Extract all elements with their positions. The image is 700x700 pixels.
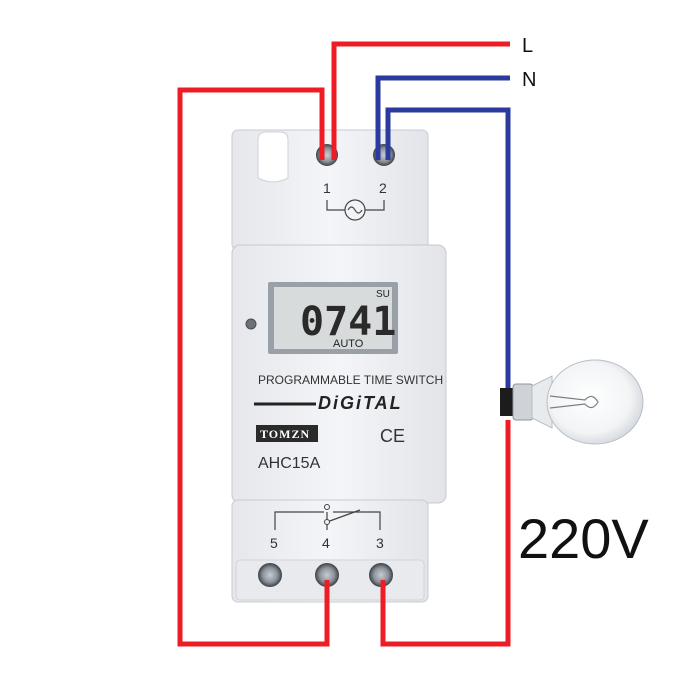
model-label: AHC15A (258, 455, 321, 472)
bulb-neck (531, 375, 553, 429)
lcd-time: 0741 (300, 299, 396, 345)
bulb-filament (549, 395, 599, 409)
lcd-screen (274, 287, 392, 349)
neutral-lamp-wire (385, 107, 511, 390)
terminal-4-screw (315, 563, 339, 587)
ce-mark: CE (380, 426, 405, 446)
relay-switch-arm (326, 509, 361, 523)
live-loop-wire (177, 87, 330, 647)
terminal-5-screw (258, 563, 282, 587)
lcd-mode: AUTO (333, 338, 364, 350)
voltage-label: 220V (518, 507, 649, 570)
terminal-3-label: 3 (376, 535, 384, 551)
latch-slot (257, 131, 289, 183)
bulb-screw-thread (512, 383, 534, 421)
switched-live-wire (380, 420, 511, 647)
bulb-base (500, 388, 514, 416)
bulb-glass (546, 359, 644, 445)
neutral-label: N (522, 69, 536, 91)
live-label: L (522, 35, 533, 57)
terminal-3-screw (369, 563, 393, 587)
brand-label: TOMZN (260, 427, 310, 441)
ac-wave-icon (347, 206, 363, 214)
relay-pivot-top (324, 504, 330, 510)
lcd-day: SU (376, 289, 390, 300)
digital-label: DiGiTAL (318, 393, 403, 413)
product-line-label: PROGRAMMABLE TIME SWITCH (258, 373, 443, 387)
terminal-2-label: 2 (379, 180, 387, 196)
terminal-1-label: 1 (323, 180, 331, 196)
brand-badge (256, 425, 318, 442)
reset-button[interactable] (245, 318, 257, 330)
wiring (177, 41, 511, 647)
light-bulb-icon (500, 359, 644, 445)
relay-pivot (324, 519, 330, 525)
terminal-4-label: 4 (322, 535, 330, 551)
timer-device: 0741 SU AUTO PROGRAMMABLE TIME SWITCH Di… (231, 129, 447, 603)
live-feed-wire (331, 41, 510, 160)
terminal-5-label: 5 (270, 535, 278, 551)
neutral-feed-wire (375, 75, 510, 160)
